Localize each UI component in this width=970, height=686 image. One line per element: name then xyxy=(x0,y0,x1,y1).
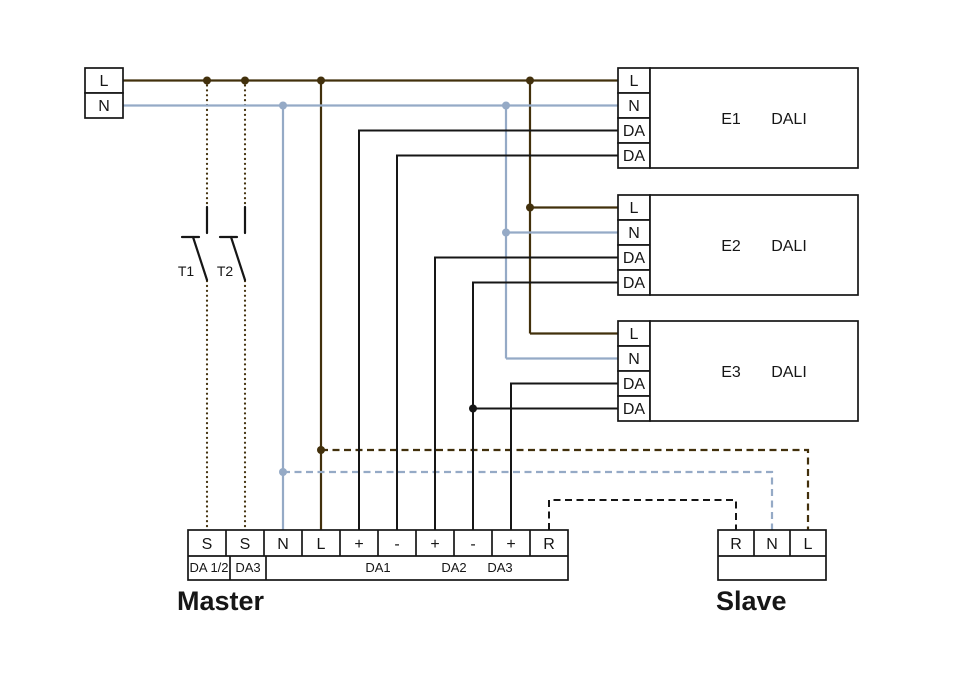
e3-terminal-l xyxy=(617,320,651,347)
master-group-label: DA3 xyxy=(235,560,260,575)
e3-terminal-da2-label: DA xyxy=(623,401,646,418)
e2-bus-label: DALI xyxy=(771,238,807,255)
slave-title: Slave xyxy=(716,586,787,616)
master-group-label: DA2 xyxy=(441,560,466,575)
mains-input-block: L N xyxy=(84,67,124,119)
switch2-label: T2 xyxy=(217,263,234,279)
slave-outline xyxy=(717,529,827,581)
e2-name: E2 xyxy=(721,238,741,255)
master-terminal-label: S xyxy=(202,536,213,553)
master-terminal-label: L xyxy=(317,536,326,553)
switch1-label: T1 xyxy=(178,263,195,279)
e2-terminal-da2-label: DA xyxy=(623,275,646,292)
neutral-wires xyxy=(123,104,774,530)
e2-terminal-n-label: N xyxy=(628,225,640,242)
junction-dot xyxy=(526,203,534,212)
junction-dot xyxy=(203,76,211,85)
e2-terminal-l xyxy=(617,194,651,221)
master-terminal-label: + xyxy=(506,536,515,553)
live-wires xyxy=(123,79,810,532)
slave-terminal-label: R xyxy=(730,536,742,553)
mains-terminal-n xyxy=(84,92,124,119)
e2-terminal-l-label: L xyxy=(630,200,639,217)
master-group-label: DA3 xyxy=(487,560,512,575)
e3-terminal-n-label: N xyxy=(628,351,640,368)
e1-terminal-l xyxy=(617,67,651,94)
e1-terminal-da2-label: DA xyxy=(623,148,646,165)
junction-dot xyxy=(502,101,510,110)
master-terminal-label: + xyxy=(354,536,363,553)
junction-dot xyxy=(241,76,249,85)
e3-terminal-l-label: L xyxy=(630,326,639,343)
da2-plus-wire xyxy=(434,256,618,530)
e1-bus-label: DALI xyxy=(771,111,807,128)
junction-dot xyxy=(279,468,287,476)
master-terminal-label: N xyxy=(277,536,289,553)
e3-bus-label: DALI xyxy=(771,364,807,381)
slave-terminal-label: L xyxy=(804,536,813,553)
dali-bus-wires xyxy=(358,129,737,530)
e3-body xyxy=(649,320,859,422)
da3-plus-wire xyxy=(510,382,618,530)
da2-minus-wire xyxy=(472,281,618,530)
e1-terminal-n xyxy=(617,92,651,119)
e1-terminal-l-label: L xyxy=(630,73,639,90)
device-e1: L N DA DA E1 DALI xyxy=(617,67,859,169)
switch1-lever xyxy=(191,235,209,282)
master-terminal-label: S xyxy=(240,536,251,553)
master-terminal-label: + xyxy=(430,536,439,553)
slave-terminal-block: R N L xyxy=(717,529,827,581)
e2-body xyxy=(649,194,859,296)
e1-terminal-n-label: N xyxy=(628,98,640,115)
master-group-label: DA1 xyxy=(365,560,390,575)
e1-terminal-da1-label: DA xyxy=(623,123,646,140)
neutral-slave-dashed-wire xyxy=(283,470,774,530)
master-title: Master xyxy=(177,586,265,616)
master-terminal-block: S S N L + - + - + R DA 1/2 DA3 DA1 DA2 D… xyxy=(187,529,569,581)
e1-name: E1 xyxy=(721,111,741,128)
junction-dot xyxy=(317,446,325,454)
e1-terminal-da2 xyxy=(617,142,651,169)
e3-terminal-da1-label: DA xyxy=(623,376,646,393)
junction-dots xyxy=(203,76,534,476)
switch-t1: T1 xyxy=(178,205,209,282)
junction-dot xyxy=(469,404,477,413)
e2-terminal-da1-label: DA xyxy=(623,250,646,267)
device-e3: L N DA DA E3 DALI xyxy=(617,320,859,422)
junction-dot xyxy=(279,101,287,110)
master-terminal-label: - xyxy=(470,536,475,553)
master-terminal-label: R xyxy=(543,536,555,553)
slave-terminal-label: N xyxy=(766,536,778,553)
junction-dot xyxy=(317,76,325,85)
master-group-label: DA 1/2 xyxy=(189,560,228,575)
master-terminal-label: - xyxy=(394,536,399,553)
mains-terminal-l-label: L xyxy=(100,73,109,90)
e3-terminal-n xyxy=(617,345,651,372)
da1-plus-wire xyxy=(358,129,618,530)
e1-body xyxy=(649,67,859,169)
da1-minus-wire xyxy=(396,154,618,530)
switch2-lever xyxy=(229,235,247,282)
live-slave-dashed-wire xyxy=(321,448,810,530)
mains-terminal-l xyxy=(84,67,124,94)
junction-dot xyxy=(526,76,534,85)
device-e2: L N DA DA E2 DALI xyxy=(617,194,859,296)
remote-r-dashed-wire xyxy=(548,499,737,530)
switch-t2: T2 xyxy=(217,205,247,282)
junction-dot xyxy=(502,228,510,237)
mains-terminal-n-label: N xyxy=(98,98,110,115)
e3-name: E3 xyxy=(721,364,741,381)
